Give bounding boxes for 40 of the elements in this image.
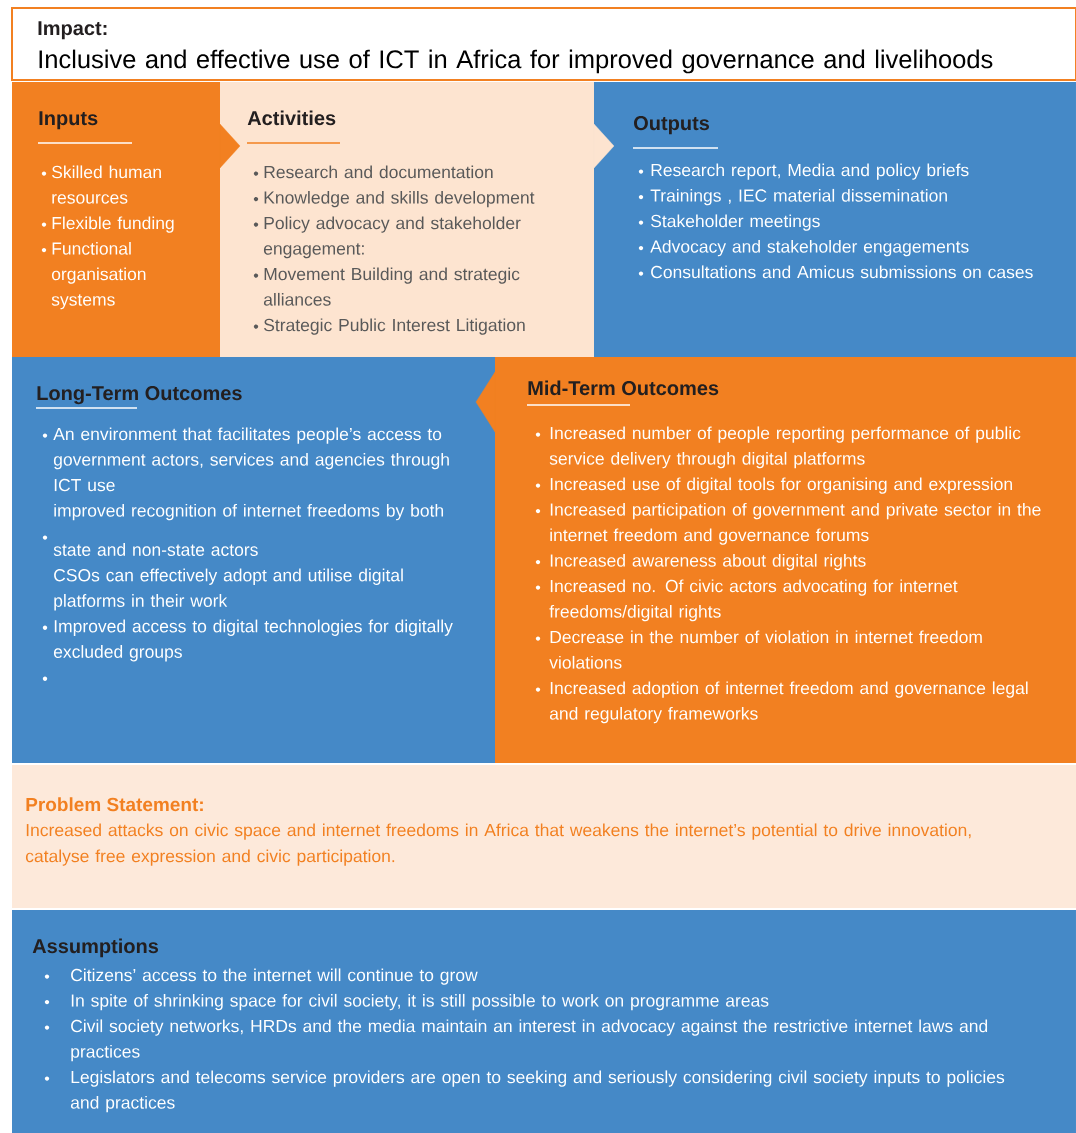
bullet-item: Increased awareness about digital rights bbox=[535, 553, 866, 571]
panel-heading: Impact: bbox=[38, 21, 107, 40]
bullet-item: Increased no. Of civic actors advocating for internet freedoms/digital rights bbox=[535, 579, 958, 622]
bullet-item: Citizens’ access to the internet will continue to grow bbox=[44, 968, 478, 985]
bullet-item: Legislators and telecoms service providers are open to seeking and seriously considering civil society inputs to policies and practices bbox=[44, 1070, 1005, 1113]
panel-heading: Problem Statement: bbox=[26, 797, 203, 812]
panel-heading: Long-Term Outcomes bbox=[35, 386, 242, 409]
bullet-item: Advocacy and stakeholder engagements bbox=[638, 239, 969, 257]
panel-heading: Inputs bbox=[37, 111, 133, 144]
bullet-item: Research and documentation bbox=[253, 165, 493, 179]
bullet-item: Knowledge and skills development bbox=[253, 190, 535, 208]
bullet-item: Skilled human resources bbox=[41, 165, 161, 204]
bullet-item: Increased use of digital tools for organising and expression bbox=[535, 477, 1012, 494]
bullet-item: Strategic Public Interest Litigation bbox=[253, 318, 525, 335]
bullet-item: Consultations and Amicus submissions on cases bbox=[638, 265, 1033, 279]
bullet-item: Civil society networks, HRDs and the media maintain an interest in advocacy against the restrictive internet laws and practices bbox=[44, 1019, 988, 1062]
bullet-item: Stakeholder meetings bbox=[638, 214, 820, 231]
bullet-item: improved recognition of internet freedoms by both state and non-state actors bbox=[42, 503, 444, 556]
bullet-item: Research report, Media and policy briefs bbox=[638, 163, 969, 180]
chevron-arrow bbox=[219, 123, 241, 169]
bullet-item: Decrease in the number of violation in internet freedom violations bbox=[535, 630, 982, 669]
bullet-item: Functional organisation systems bbox=[41, 241, 146, 310]
panel-heading: Outputs bbox=[632, 116, 719, 149]
bullet-item: Increased number of people reporting performance of public service delivery through digital platforms bbox=[535, 426, 1021, 469]
bullet-item: Movement Building and strategic alliances bbox=[253, 267, 520, 306]
bullet-item: Policy advocacy and stakeholder engagement: bbox=[253, 216, 521, 259]
bullet-item: CSOs can effectively adopt and utilise digital platforms in their work bbox=[54, 568, 403, 611]
chevron-arrow bbox=[475, 371, 496, 433]
bullet-item: Increased adoption of internet freedom and governance legal and regulatory frameworks bbox=[535, 681, 1028, 724]
bullet-item: Flexible funding bbox=[41, 216, 174, 233]
chevron-arrow bbox=[593, 123, 615, 169]
bullet-item: Trainings , IEC material dissemination bbox=[638, 188, 947, 206]
bullet-item: Improved access to digital technologies for digitally excluded groups bbox=[42, 619, 453, 662]
panel-heading: Assumptions bbox=[32, 938, 159, 958]
bullet-item: In spite of shrinking space for civil society, it is still possible to work on programme areas bbox=[44, 993, 769, 1011]
panel-heading: Activities bbox=[246, 110, 341, 144]
body-text: Inclusive and effective use of ICT in Africa for improved governance and livelihoods bbox=[39, 49, 993, 74]
body-text: Increased attacks on civic space and internet freedoms in Africa that weakens the internet’s potential to drive innovation, catalyse free expression and civic participation. bbox=[25, 823, 971, 866]
panel-heading: Mid-Term Outcomes bbox=[526, 380, 719, 406]
bullet-item: Increased participation of government and private sector in the internet freedom and governance forums bbox=[535, 502, 1041, 545]
